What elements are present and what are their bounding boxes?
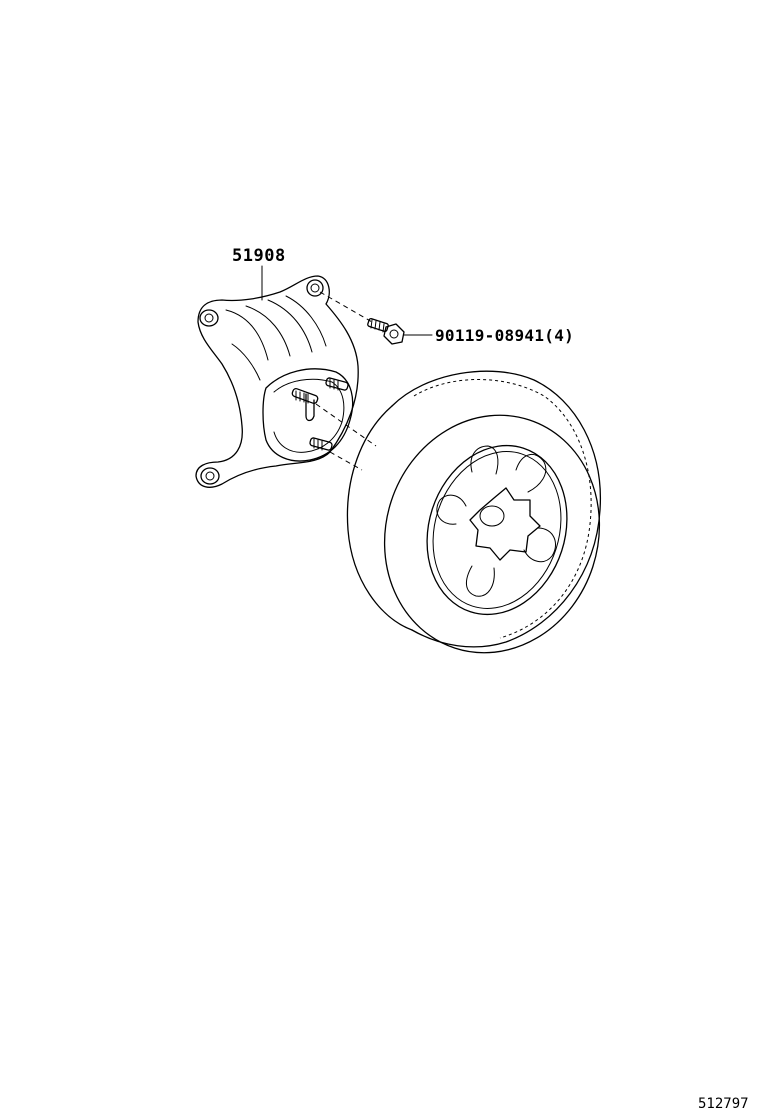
wheel-alignment-line xyxy=(315,403,377,447)
figure-number: 512797 xyxy=(698,1096,749,1112)
carrier-part-number: 51908 xyxy=(232,246,286,266)
hub-stud xyxy=(291,387,319,405)
hub-stud xyxy=(309,437,333,451)
flange-bolt xyxy=(367,317,405,345)
wheel-alignment-line xyxy=(329,451,363,471)
bolt-part-number: 90119-08941(4) xyxy=(435,326,574,345)
hub-stud xyxy=(325,377,349,391)
spare-tire-carrier-bracket xyxy=(195,275,359,488)
bolt-alignment-line xyxy=(319,291,373,323)
spare-wheel-tire xyxy=(346,370,602,654)
